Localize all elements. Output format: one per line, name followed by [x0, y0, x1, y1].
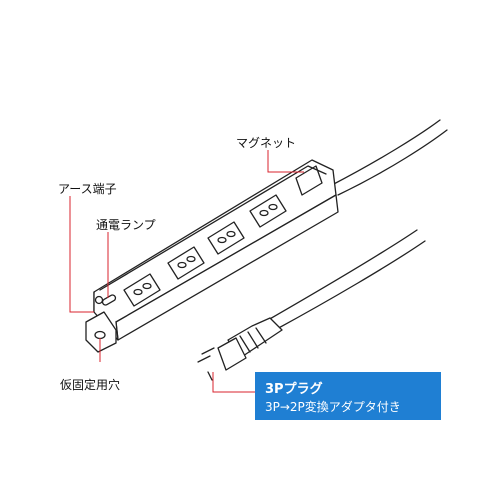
- outlet-1: [123, 273, 161, 307]
- outlet-2: [167, 246, 205, 280]
- power-lamp-label: 通電ランプ: [96, 218, 156, 232]
- callout-subtitle: 3P→2P変換アダプタ付き: [265, 400, 401, 414]
- leader-magnet: [267, 150, 304, 173]
- mounting-hole-label: 仮固定用穴: [60, 378, 121, 392]
- magnet-panel: [295, 165, 323, 196]
- rear-cable: [329, 119, 448, 196]
- earth-terminal-label: アース端子: [58, 182, 117, 196]
- strip-top-face: [93, 159, 337, 323]
- plug-cable: [267, 229, 426, 331]
- plug-callout: 3Pプラグ 3P→2P変換アダプタ付き: [255, 372, 441, 420]
- magnet-label: マグネット: [236, 136, 297, 150]
- callout-title: 3Pプラグ: [265, 382, 323, 397]
- 3p-plug: [197, 317, 283, 381]
- leader-plug: [212, 372, 255, 393]
- outlet-3: [207, 221, 245, 255]
- outlet-4: [249, 194, 287, 228]
- leader-earth: [69, 196, 94, 313]
